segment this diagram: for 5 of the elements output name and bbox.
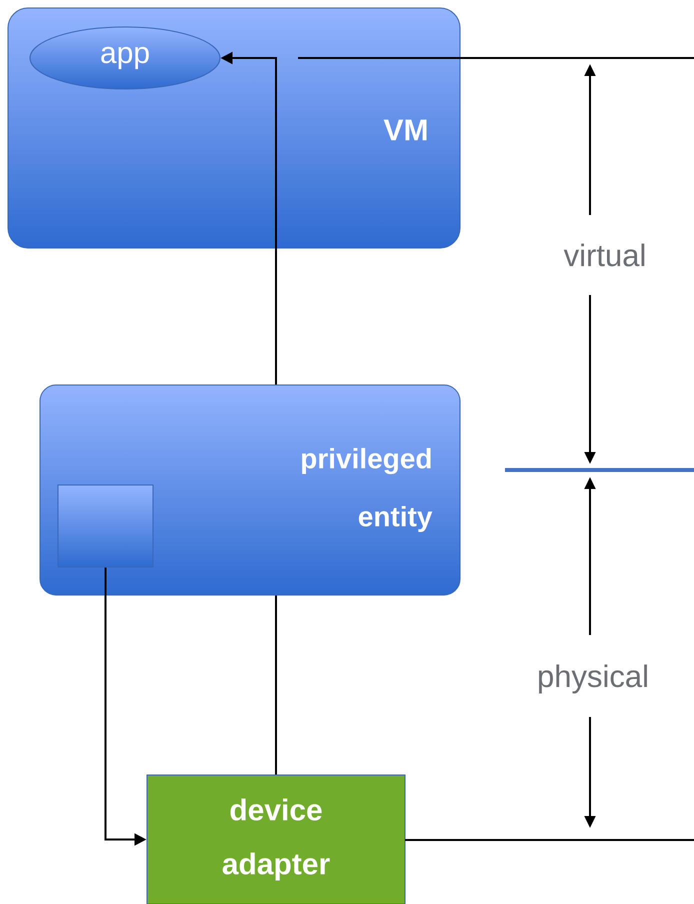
dimension-label: virtual [564,244,644,266]
device-box: device adapter [146,774,406,904]
component-box [58,484,154,568]
process-box: privileged entity [40,384,460,596]
dimension-label: physical [539,664,647,694]
